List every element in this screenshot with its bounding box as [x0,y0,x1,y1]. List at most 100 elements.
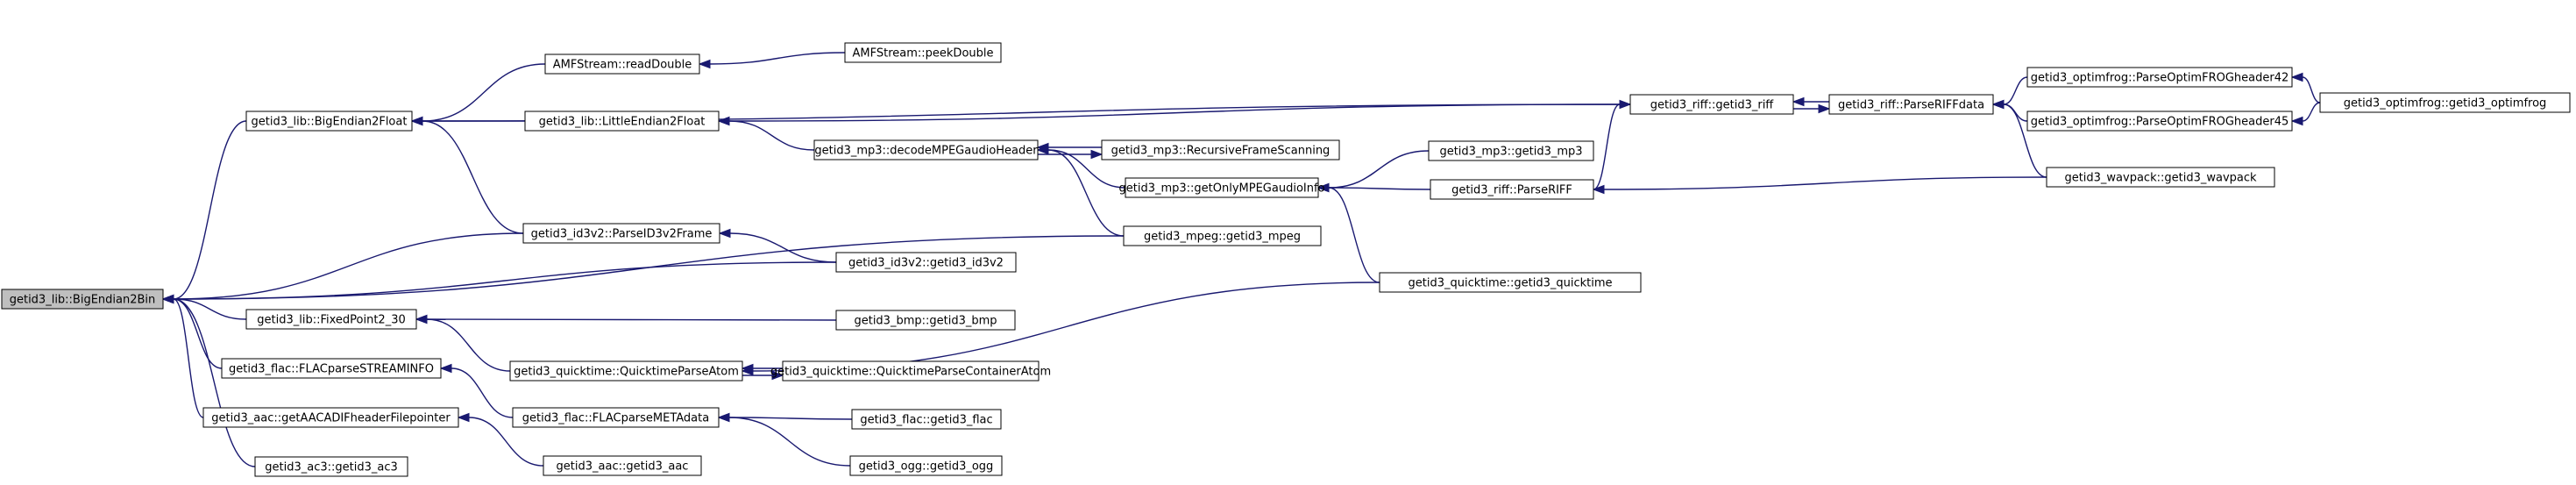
edge-arrowhead [1792,96,1805,107]
node-box [1123,225,1322,246]
edge-arrowhead [717,116,730,126]
node-ogg[interactable]: getid3_ogg::getid3_ogg [849,455,1003,476]
edge-line [468,417,544,467]
node-label: getid3_optimfrog::getid3_optimfrog [2344,97,2547,111]
edge-line [2302,102,2321,122]
node-label: getid3_riff::ParseRIFF [1451,184,1572,197]
node-parse-optim-frogheader42[interactable]: getid3_optimfrog::ParseOptimFROGheader42 [2026,67,2293,88]
edge-line [1593,103,1621,190]
node-box [544,53,700,75]
node-parse-riff[interactable]: getid3_riff::ParseRIFF [1430,179,1594,200]
node-quicktime-parse-atom[interactable]: getid3_quicktime::QuicktimeParseAtom [509,360,743,382]
node-label: getid3_aac::getid3_aac [557,460,689,474]
node-box [254,456,408,477]
node-big-endian2-bin[interactable]: getid3_lib::BigEndian2Bin [1,289,164,310]
node-read-double[interactable]: AMFStream::readDouble [544,53,700,75]
edge-line [2003,103,2047,178]
edge-arrowhead [2290,116,2303,126]
node-big-endian2-float[interactable]: getid3_lib::BigEndian2Float [245,111,413,132]
edge-line [1328,150,1430,189]
node-flacparse-streaminfo[interactable]: getid3_flac::FLACparseSTREAMINFO [221,358,442,379]
node-label: getid3_mp3::RecursiveFrameScanning [1111,145,1331,158]
edge-line [728,417,853,420]
node-box [849,455,1003,476]
edge-riff-to-little-endian2-float [717,103,1631,126]
node-box [2026,111,2293,132]
edge-line [2302,76,2321,103]
edge-quicktime-to-get-only-mpegaudio-info [1316,182,1380,283]
node-quicktime-parse-container-atom[interactable]: getid3_quicktime::QuicktimeParseContaine… [770,360,1051,382]
edge-line [426,318,511,372]
node-mpeg[interactable]: getid3_mpeg::getid3_mpeg [1123,225,1322,246]
node-label: getid3_lib::BigEndian2Float [252,116,408,129]
edge-arrowhead [415,314,428,325]
node-little-endian2-float[interactable]: getid3_lib::LittleEndian2Float [524,111,720,132]
node-box [835,310,1016,331]
edge-line [728,103,1631,122]
node-aac[interactable]: getid3_aac::getid3_aac [543,455,702,476]
node-flacparse-metadata[interactable]: getid3_flac::FLACparseMETAdata [512,407,720,428]
edge-arrowhead [161,294,174,304]
edge-line [173,261,837,300]
edge-line [2003,76,2028,105]
node-mp3[interactable]: getid3_mp3::getid3_mp3 [1428,140,1594,161]
edge-arrowhead [1090,149,1103,160]
node-riff[interactable]: getid3_riff::getid3_riff [1629,94,1794,115]
node-ac3[interactable]: getid3_ac3::getid3_ac3 [254,456,408,477]
node-parse-optim-frogheader45[interactable]: getid3_optimfrog::ParseOptimFROGheader45 [2026,111,2293,132]
node-parse-id3v2-frame[interactable]: getid3_id3v2::ParseID3v2Frame [522,223,720,244]
edge-wavpack-to-parse-riff [1592,176,2047,195]
node-parse-riffdata[interactable]: getid3_riff::ParseRIFFdata [1828,94,1994,115]
edge-line [729,232,837,263]
node-flac[interactable]: getid3_flac::getid3_flac [851,409,1002,430]
node-label: getid3_id3v2::ParseID3v2Frame [531,228,713,241]
node-label: getid3_bmp::getid3_bmp [854,315,997,328]
node-label: getid3_flac::FLACparseSTREAMINFO [229,363,434,376]
edge-arrowhead [2290,72,2303,82]
node-get-aacadifheader-filepointer[interactable]: getid3_aac::getAACADIFheaderFilepointer [202,407,459,428]
edge-line [1047,149,1126,189]
node-box [1101,139,1340,160]
node-decode-mpegaudio-header[interactable]: getid3_mp3::decodeMPEGaudioHeader [813,139,1039,160]
node-label: AMFStream::readDouble [553,59,692,72]
edge-arrowhead [1036,145,1049,155]
node-wavpack[interactable]: getid3_wavpack::getid3_wavpack [2046,167,2275,188]
node-fixed-point2-30[interactable]: getid3_lib::FixedPoint2_30 [245,309,417,330]
node-id3v2[interactable]: getid3_id3v2::getid3_id3v2 [835,252,1017,273]
edge-line [709,52,846,65]
edge-arrowhead [1818,103,1831,114]
node-box [522,223,720,244]
edge-line [173,298,247,320]
node-quicktime[interactable]: getid3_quicktime::getid3_quicktime [1379,272,1642,293]
edge-line [2003,103,2028,122]
node-label: getid3_wavpack::getid3_wavpack [2064,172,2257,185]
edge-arrowhead [1592,184,1605,195]
node-recursive-frame-scanning[interactable]: getid3_mp3::RecursiveFrameScanning [1101,139,1340,160]
edge-mpeg-to-big-endian2-bin [161,235,1125,304]
edge-arrowhead [410,116,423,126]
edge-line [422,63,546,122]
edge-optimfrog-to-parse-optim-frogheader45 [2290,102,2321,126]
edge-arrowhead [718,228,731,239]
edge-riff-to-parse-riffdata [1793,103,1831,114]
node-box [202,407,459,428]
call-edges [161,52,2321,467]
node-bmp[interactable]: getid3_bmp::getid3_bmp [835,310,1016,331]
node-box [813,139,1039,160]
edge-line [173,235,1125,300]
node-label: getid3_riff::ParseRIFFdata [1838,99,1984,112]
edge-id3v2-to-big-endian2-bin [161,261,837,304]
node-label: getid3_mpeg::getid3_mpeg [1144,231,1301,244]
edge-arrowhead [439,363,452,374]
node-box [2046,167,2275,188]
node-box [245,309,417,330]
edge-line [173,120,247,300]
node-get-only-mpegaudio-info[interactable]: getid3_mp3::getOnlyMPEGaudioInfo [1118,177,1325,198]
node-label: getid3_mp3::getid3_mp3 [1439,146,1582,159]
node-peek-double[interactable]: AMFStream::peekDouble [844,42,1002,63]
node-optimfrog[interactable]: getid3_optimfrog::getid3_optimfrog [2319,92,2571,113]
node-label: getid3_id3v2::getid3_id3v2 [848,257,1004,270]
edge-id3v2-to-parse-id3v2-frame [718,228,837,263]
edge-line [1328,187,1431,190]
edge-line [1328,187,1380,283]
